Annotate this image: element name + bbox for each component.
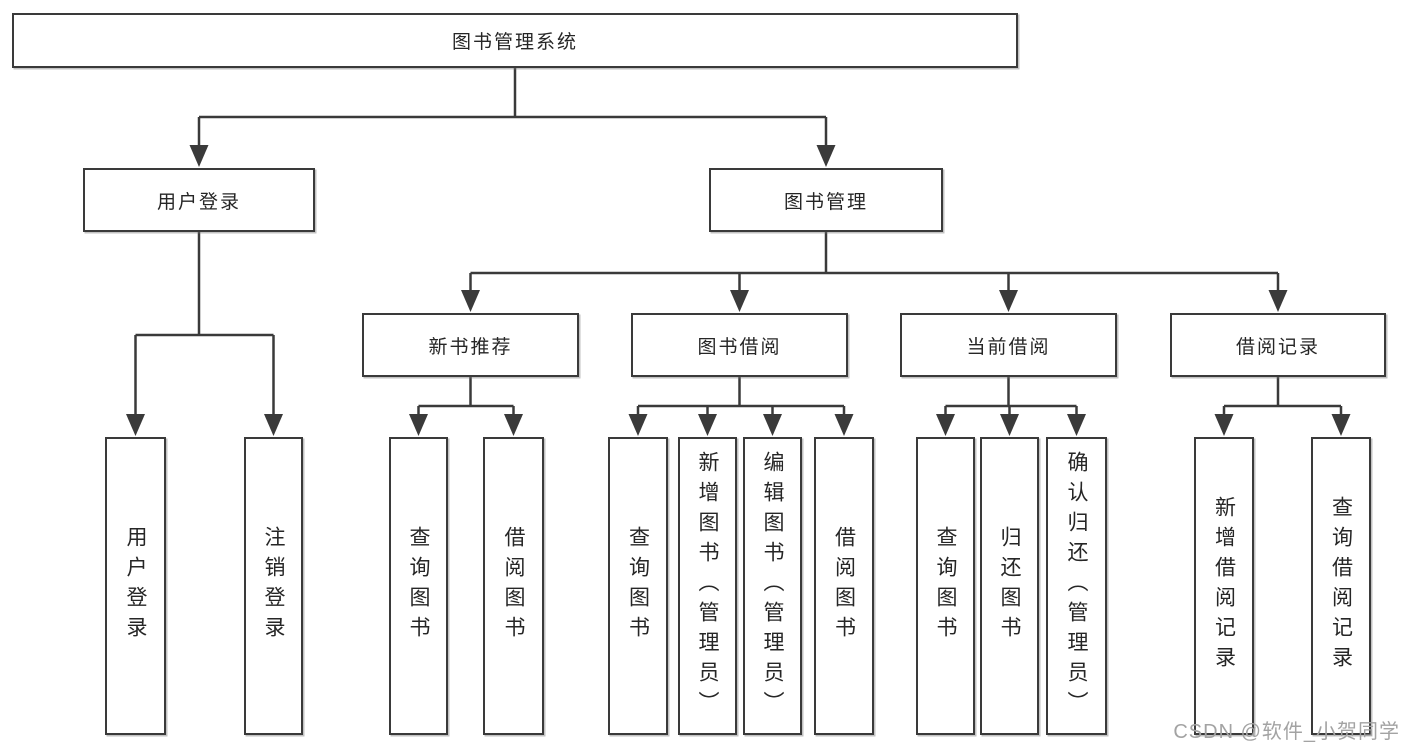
- arrowhead-icon: [189, 145, 209, 167]
- arrowhead-icon: [264, 414, 283, 436]
- node-leaf-b-edit: 编辑图书（管理员）: [743, 437, 802, 735]
- arrowhead-icon: [763, 414, 782, 436]
- arrowhead-icon: [834, 414, 854, 436]
- arrowhead-icon: [698, 414, 717, 436]
- node-leaf-c-query: 查询图书: [916, 437, 975, 735]
- node-records: 借阅记录: [1170, 313, 1386, 377]
- node-leaf-b-add: 新增图书（管理员）: [678, 437, 737, 735]
- arrowhead-icon: [730, 290, 749, 312]
- node-label: 查询借阅记录: [1329, 496, 1353, 676]
- arrowhead-icon: [999, 290, 1018, 312]
- node-leaf-c-confirm: 确认归还（管理员）: [1046, 437, 1107, 735]
- node-login: 用户登录: [83, 168, 315, 232]
- node-leaf-r-add: 新增借阅记录: [1194, 437, 1254, 735]
- arrowhead-icon: [461, 290, 480, 312]
- node-label: 图书管理系统: [451, 32, 578, 53]
- node-leaf-r-query: 查询借阅记录: [1311, 437, 1371, 735]
- arrowhead-icon: [936, 414, 955, 436]
- node-leaf-c-return: 归还图书: [980, 437, 1039, 735]
- node-leaf-logout: 注销登录: [244, 437, 303, 735]
- watermark: CSDN @软件_小贺同学: [1173, 721, 1400, 743]
- node-label: 当前借阅: [966, 336, 1051, 358]
- node-label: 编辑图书（管理员）: [761, 451, 784, 721]
- arrowhead-icon: [1000, 414, 1019, 436]
- arrowhead-icon: [1331, 414, 1351, 436]
- node-label: 确认归还（管理员）: [1065, 451, 1088, 721]
- node-leaf-nb-query: 查询图书: [389, 437, 448, 735]
- arrowhead-icon: [1268, 290, 1288, 312]
- node-leaf-nb-borrow: 借阅图书: [483, 437, 544, 735]
- node-label: 用户登录: [124, 526, 147, 646]
- node-leaf-login: 用户登录: [105, 437, 166, 735]
- node-label: 图书借阅: [697, 336, 782, 358]
- node-label: 查询图书: [626, 526, 650, 646]
- node-label: 查询图书: [934, 526, 957, 646]
- node-leaf-b-borrow: 借阅图书: [814, 437, 874, 735]
- arrowhead-icon: [409, 414, 428, 436]
- node-current: 当前借阅: [900, 313, 1117, 377]
- node-label: 借阅图书: [832, 526, 856, 646]
- node-label: 借阅记录: [1235, 336, 1320, 358]
- node-root: 图书管理系统: [12, 13, 1018, 68]
- arrowhead-icon: [504, 414, 523, 436]
- node-label: 用户登录: [156, 191, 241, 213]
- arrowhead-icon: [816, 145, 836, 167]
- node-borrow: 图书借阅: [631, 313, 848, 377]
- node-label: 新书推荐: [428, 336, 513, 358]
- node-label: 查询图书: [407, 526, 430, 646]
- arrowhead-icon: [1067, 414, 1086, 436]
- arrowhead-icon: [628, 414, 648, 436]
- node-newbook: 新书推荐: [362, 313, 579, 377]
- node-label: 新增借阅记录: [1212, 496, 1236, 676]
- arrowhead-icon: [1214, 414, 1234, 436]
- node-label: 新增图书（管理员）: [696, 451, 719, 721]
- arrowhead-icon: [126, 414, 145, 436]
- node-label: 注销登录: [262, 526, 285, 646]
- node-leaf-b-query: 查询图书: [608, 437, 668, 735]
- node-mgmt: 图书管理: [709, 168, 943, 232]
- node-label: 归还图书: [998, 526, 1021, 646]
- node-label: 借阅图书: [502, 526, 525, 646]
- node-label: 图书管理: [783, 191, 868, 213]
